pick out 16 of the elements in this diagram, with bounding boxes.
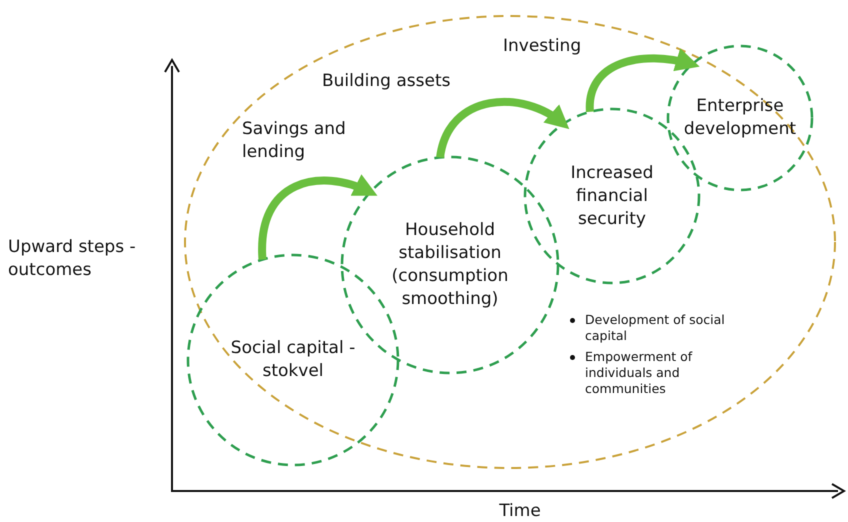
bullet-text: Empowerment of individuals and communities [585, 349, 694, 397]
bullet-text: Development of social capital [585, 312, 726, 344]
dashed-circle [340, 156, 560, 374]
curved-arrow [258, 174, 378, 260]
axis-label: Time [498, 500, 542, 522]
axis-label: Upward steps - outcomes [8, 236, 137, 282]
dashed-circle [666, 44, 814, 192]
step-label: Building assets [322, 70, 452, 93]
curved-arrow [586, 48, 700, 112]
step-label: Savings and lending [242, 118, 347, 164]
stage-label: Social capital - stokvel [230, 337, 356, 383]
stage-label: Increased financial security [570, 162, 654, 230]
curved-arrow [436, 98, 570, 158]
stage-label: Enterprise development [682, 95, 798, 141]
stage-label: Household stabilisation (consumption smoothing) [390, 219, 510, 311]
step-label: Investing [503, 35, 582, 58]
